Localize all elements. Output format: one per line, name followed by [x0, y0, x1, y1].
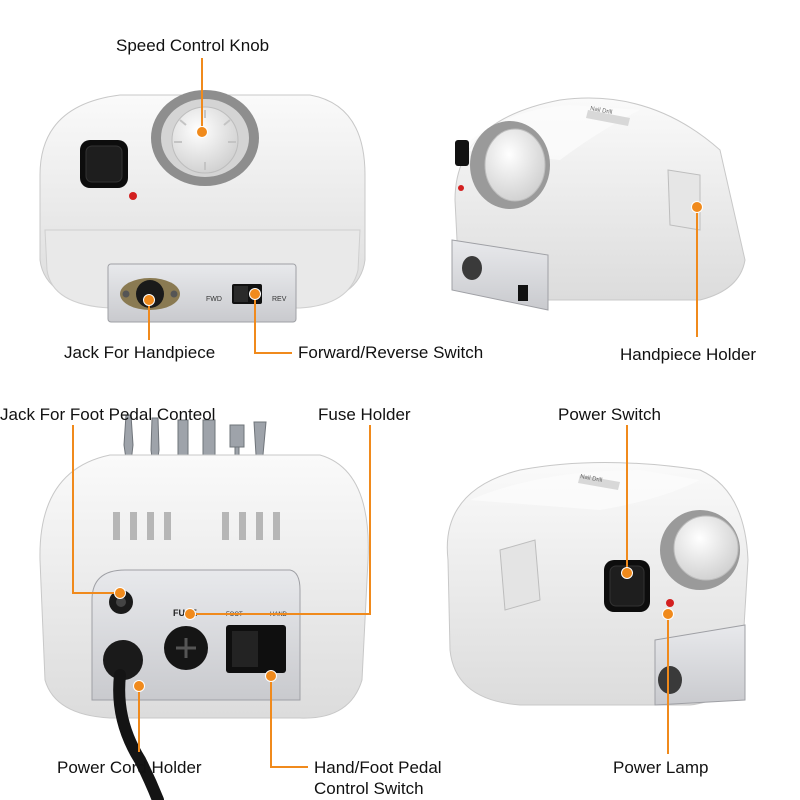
callout-dot [196, 126, 208, 138]
label-jack-for-foot-pedal: Jack For Foot Pedal Conteol [0, 405, 216, 424]
callout-dot [184, 608, 196, 620]
label-power-cord-holder: Power Cord Holder [57, 758, 202, 777]
callout-dot [249, 288, 261, 300]
callout-line [72, 592, 122, 594]
callout-line [201, 58, 203, 130]
callout-dot [143, 294, 155, 306]
label-power-lamp: Power Lamp [613, 758, 709, 777]
callout-dot [265, 670, 277, 682]
callout-line [270, 676, 272, 768]
marking-foot: FOOT [226, 612, 243, 618]
marking-fwd: FWD [206, 296, 222, 303]
marking-hand: HAND [270, 612, 288, 618]
callout-line [190, 613, 370, 615]
label-power-switch: Power Switch [558, 405, 661, 424]
label-hand-foot-pedal-line2: Control Switch [314, 779, 424, 798]
callout-dot [621, 567, 633, 579]
callout-line [138, 686, 140, 752]
callout-line [254, 294, 256, 354]
marking-rev: REV [272, 296, 287, 303]
callout-line [667, 614, 669, 754]
callout-line [369, 425, 371, 615]
label-jack-for-handpiece: Jack For Handpiece [64, 343, 216, 362]
label-handpiece-holder: Handpiece Holder [620, 345, 757, 364]
label-hand-foot-pedal-line1: Hand/Foot Pedal [314, 758, 442, 777]
callout-line [270, 766, 308, 768]
label-forward-reverse-switch: Forward/Reverse Switch [298, 343, 484, 362]
label-speed-control-knob: Speed Control Knob [116, 36, 270, 55]
callout-line [254, 352, 292, 354]
callout-dot [691, 201, 703, 213]
callout-dot [114, 587, 126, 599]
callout-dot [133, 680, 145, 692]
callout-line [626, 425, 628, 573]
callout-line [696, 207, 698, 337]
callout-line [148, 300, 150, 340]
callout-dot [662, 608, 674, 620]
callout-line [72, 425, 74, 593]
label-fuse-holder: Fuse Holder [318, 405, 411, 424]
